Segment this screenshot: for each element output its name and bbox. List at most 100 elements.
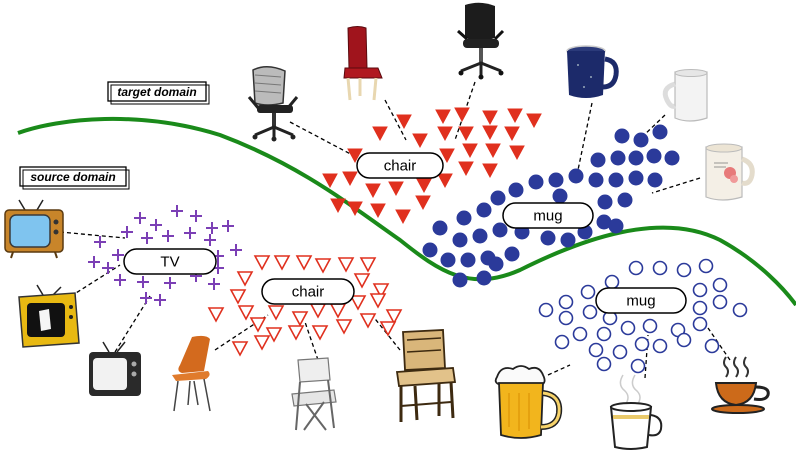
circle-marker [552, 188, 568, 204]
plus-marker [206, 222, 218, 234]
plus-marker [190, 210, 202, 222]
circle-marker [476, 202, 492, 218]
circle-marker [712, 277, 728, 293]
plus-marker [164, 277, 176, 289]
circle-marker [652, 338, 668, 354]
triangle-marker [267, 305, 285, 321]
triangle-marker [229, 289, 247, 305]
circle-marker [588, 342, 604, 358]
office-chair-black-icon [457, 2, 505, 80]
circle-marker [642, 318, 658, 334]
target-domain-label: target domain [117, 85, 196, 99]
plus-marker [208, 278, 220, 290]
circle-marker [460, 252, 476, 268]
circle-marker [704, 338, 720, 354]
triangle-marker [482, 125, 498, 141]
circle-marker [560, 232, 576, 248]
triangle-marker [437, 126, 453, 142]
plus-marker [154, 294, 166, 306]
mug-blue-enamel-icon [566, 45, 619, 98]
chair-orange-shell-icon [172, 335, 211, 412]
circle-marker [440, 252, 456, 268]
triangle-marker [379, 321, 397, 337]
triangle-marker [337, 257, 355, 273]
triangle-marker [295, 255, 313, 271]
triangle-marker [415, 195, 431, 211]
circle-marker [608, 218, 624, 234]
plus-marker [222, 220, 234, 232]
circle-marker [452, 232, 468, 248]
circle-marker [617, 192, 633, 208]
circle-marker [596, 326, 612, 342]
triangle-marker [347, 201, 363, 217]
circle-marker [472, 228, 488, 244]
plus-marker [112, 249, 124, 261]
triangle-marker [482, 110, 498, 126]
triangle-marker [322, 173, 338, 189]
plus-marker [184, 227, 196, 239]
circle-marker [582, 304, 598, 320]
circle-marker [620, 320, 636, 336]
circle-marker [538, 302, 554, 318]
source-tv-pill: TV [123, 248, 217, 275]
circle-marker [630, 358, 646, 374]
source-tv-markers [88, 205, 242, 306]
mug-floral-icon [705, 143, 755, 201]
triangle-marker [504, 126, 520, 142]
circle-marker [580, 284, 596, 300]
circle-marker [476, 270, 492, 286]
circle-marker [422, 242, 438, 258]
triangle-marker [370, 203, 386, 219]
triangle-marker [396, 114, 412, 130]
triangle-marker [347, 148, 363, 164]
triangle-marker [416, 178, 432, 194]
target-mug-label: mug [533, 208, 562, 225]
plus-marker [94, 236, 106, 248]
circle-marker [568, 168, 584, 184]
source-chair-markers [207, 255, 403, 357]
source-mug-markers [538, 258, 748, 374]
circle-marker [652, 124, 668, 140]
target-domain-tag: target domain [107, 81, 210, 105]
circle-marker [614, 128, 630, 144]
triangle-marker [439, 148, 455, 164]
plus-marker [141, 232, 153, 244]
circle-marker [558, 310, 574, 326]
circle-marker [633, 132, 649, 148]
plus-marker [150, 219, 162, 231]
plus-marker [121, 226, 133, 238]
triangle-marker [372, 126, 388, 142]
plus-marker [137, 276, 149, 288]
circle-marker [456, 210, 472, 226]
triangle-marker [412, 133, 428, 149]
triangle-marker [507, 108, 523, 124]
circle-marker [692, 300, 708, 316]
circle-marker [676, 262, 692, 278]
source-domain-tag: source domain [19, 166, 130, 190]
triangle-marker [335, 319, 353, 335]
office-chair-mesh-icon [247, 66, 299, 142]
circle-marker [698, 258, 714, 274]
circle-marker [588, 172, 604, 188]
triangle-marker [311, 325, 329, 341]
triangle-marker [236, 271, 254, 287]
circle-marker [676, 332, 692, 348]
triangle-marker [207, 307, 225, 323]
circle-marker [647, 172, 663, 188]
source-chair-pill: chair [261, 278, 355, 305]
circle-marker [590, 152, 606, 168]
target-mug-pill: mug [502, 202, 594, 229]
plus-marker [171, 205, 183, 217]
circle-marker [572, 326, 588, 342]
source-tv-label: TV [160, 254, 179, 271]
tv-retro-black-icon [89, 341, 141, 396]
plus-marker [114, 274, 126, 286]
triangle-marker [372, 283, 390, 299]
source-mug-label: mug [626, 293, 655, 310]
circle-marker [628, 170, 644, 186]
circle-marker [634, 336, 650, 352]
triangle-marker [454, 107, 470, 123]
triangle-marker [437, 173, 453, 189]
plus-marker [140, 292, 152, 304]
triangle-marker [369, 293, 387, 309]
